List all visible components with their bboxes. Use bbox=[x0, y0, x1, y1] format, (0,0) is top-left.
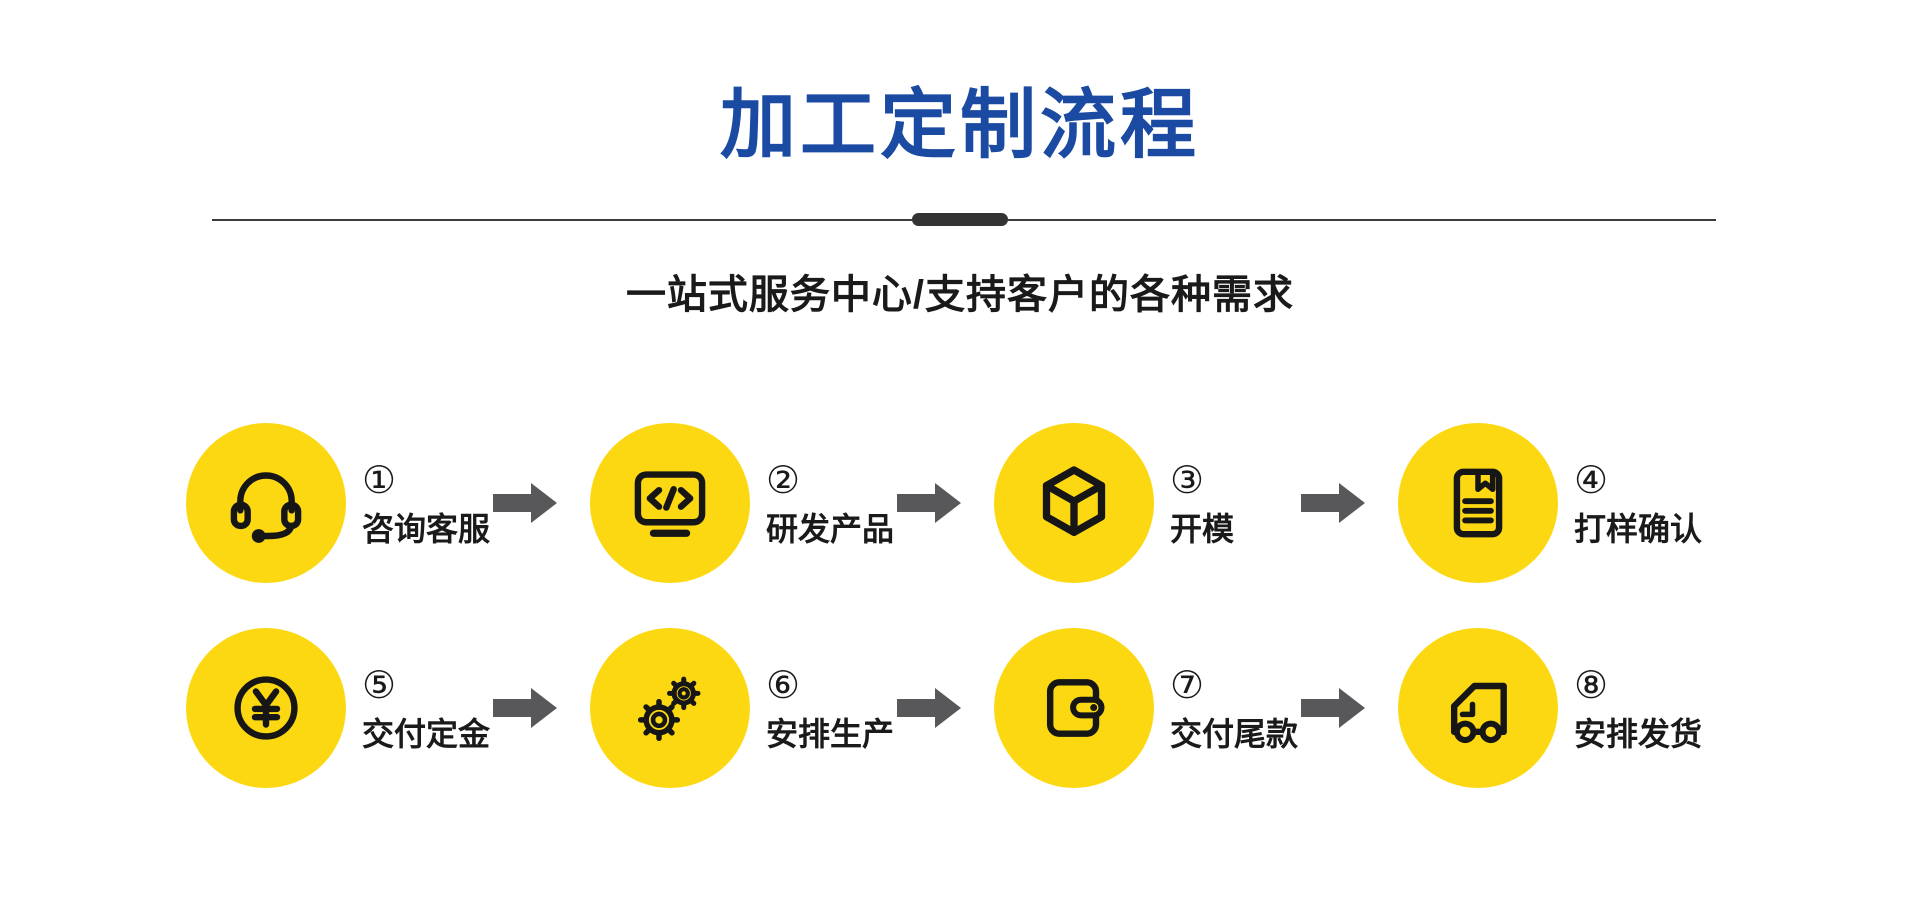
step-8-text: ⑧ 安排发货 bbox=[1574, 667, 1702, 750]
step-label: 安排生产 bbox=[766, 715, 895, 752]
step-3-circle bbox=[994, 423, 1154, 583]
step-2-text: ② 研发产品 bbox=[766, 462, 894, 545]
step-6-text: ⑥ 安排生产 bbox=[766, 667, 894, 750]
step-number: ⑦ bbox=[1170, 664, 1205, 707]
step-label: 安排发货 bbox=[1574, 715, 1703, 752]
step-5-pay-deposit: ⑤ 交付定金 bbox=[186, 628, 490, 788]
step-1-consult-service: ① 咨询客服 bbox=[186, 423, 490, 583]
step-2-develop-product: ② 研发产品 bbox=[590, 423, 894, 583]
step-2-circle bbox=[590, 423, 750, 583]
arrow-right-icon bbox=[1301, 483, 1365, 523]
step-number: ④ bbox=[1574, 459, 1609, 502]
code-monitor-icon bbox=[634, 471, 706, 537]
step-3-text: ③ 开模 bbox=[1170, 462, 1234, 545]
cube-icon bbox=[1042, 466, 1106, 536]
step-number: ② bbox=[766, 459, 801, 502]
page-title: 加工定制流程 bbox=[720, 83, 1200, 168]
arrow-right-icon bbox=[897, 688, 961, 728]
step-4-circle bbox=[1398, 423, 1558, 583]
step-number: ⑥ bbox=[766, 664, 801, 707]
step-1-text: ① 咨询客服 bbox=[362, 462, 490, 545]
step-number: ⑤ bbox=[362, 664, 397, 707]
arrow-right-icon bbox=[493, 483, 557, 523]
step-label: 研发产品 bbox=[766, 510, 895, 547]
step-number: ⑧ bbox=[1574, 664, 1609, 707]
arrow-right-icon bbox=[897, 483, 961, 523]
step-8-circle bbox=[1398, 628, 1558, 788]
step-number: ① bbox=[362, 459, 397, 502]
step-label: 开模 bbox=[1170, 510, 1235, 547]
wallet-icon bbox=[1046, 679, 1105, 737]
step-1-circle bbox=[186, 423, 346, 583]
step-8-arrange-shipping: ⑧ 安排发货 bbox=[1398, 628, 1702, 788]
step-6-arrange-production: ⑥ 安排生产 bbox=[590, 628, 894, 788]
step-5-text: ⑤ 交付定金 bbox=[362, 667, 490, 750]
step-label: 打样确认 bbox=[1574, 510, 1703, 547]
notebook-bookmark-icon bbox=[1453, 468, 1503, 538]
headset-icon bbox=[230, 472, 302, 543]
step-4-text: ④ 打样确认 bbox=[1574, 462, 1702, 545]
divider-center-pill bbox=[912, 213, 1008, 226]
page-subtitle: 一站式服务中心/支持客户的各种需求 bbox=[625, 273, 1295, 317]
step-label: 交付尾款 bbox=[1170, 715, 1299, 752]
gears-icon bbox=[637, 676, 701, 741]
step-7-pay-balance: ⑦ 交付尾款 bbox=[994, 628, 1298, 788]
step-5-circle bbox=[186, 628, 346, 788]
step-label: 咨询客服 bbox=[362, 510, 491, 547]
arrow-right-icon bbox=[1301, 688, 1365, 728]
step-4-sample-confirm: ④ 打样确认 bbox=[1398, 423, 1702, 583]
truck-icon bbox=[1450, 682, 1507, 744]
step-7-text: ⑦ 交付尾款 bbox=[1170, 667, 1298, 750]
arrow-right-icon bbox=[493, 688, 557, 728]
step-6-circle bbox=[590, 628, 750, 788]
step-number: ③ bbox=[1170, 459, 1205, 502]
yuan-coin-icon bbox=[234, 676, 298, 740]
step-3-mold-making: ③ 开模 bbox=[994, 423, 1234, 583]
step-label: 交付定金 bbox=[362, 715, 491, 752]
step-7-circle bbox=[994, 628, 1154, 788]
